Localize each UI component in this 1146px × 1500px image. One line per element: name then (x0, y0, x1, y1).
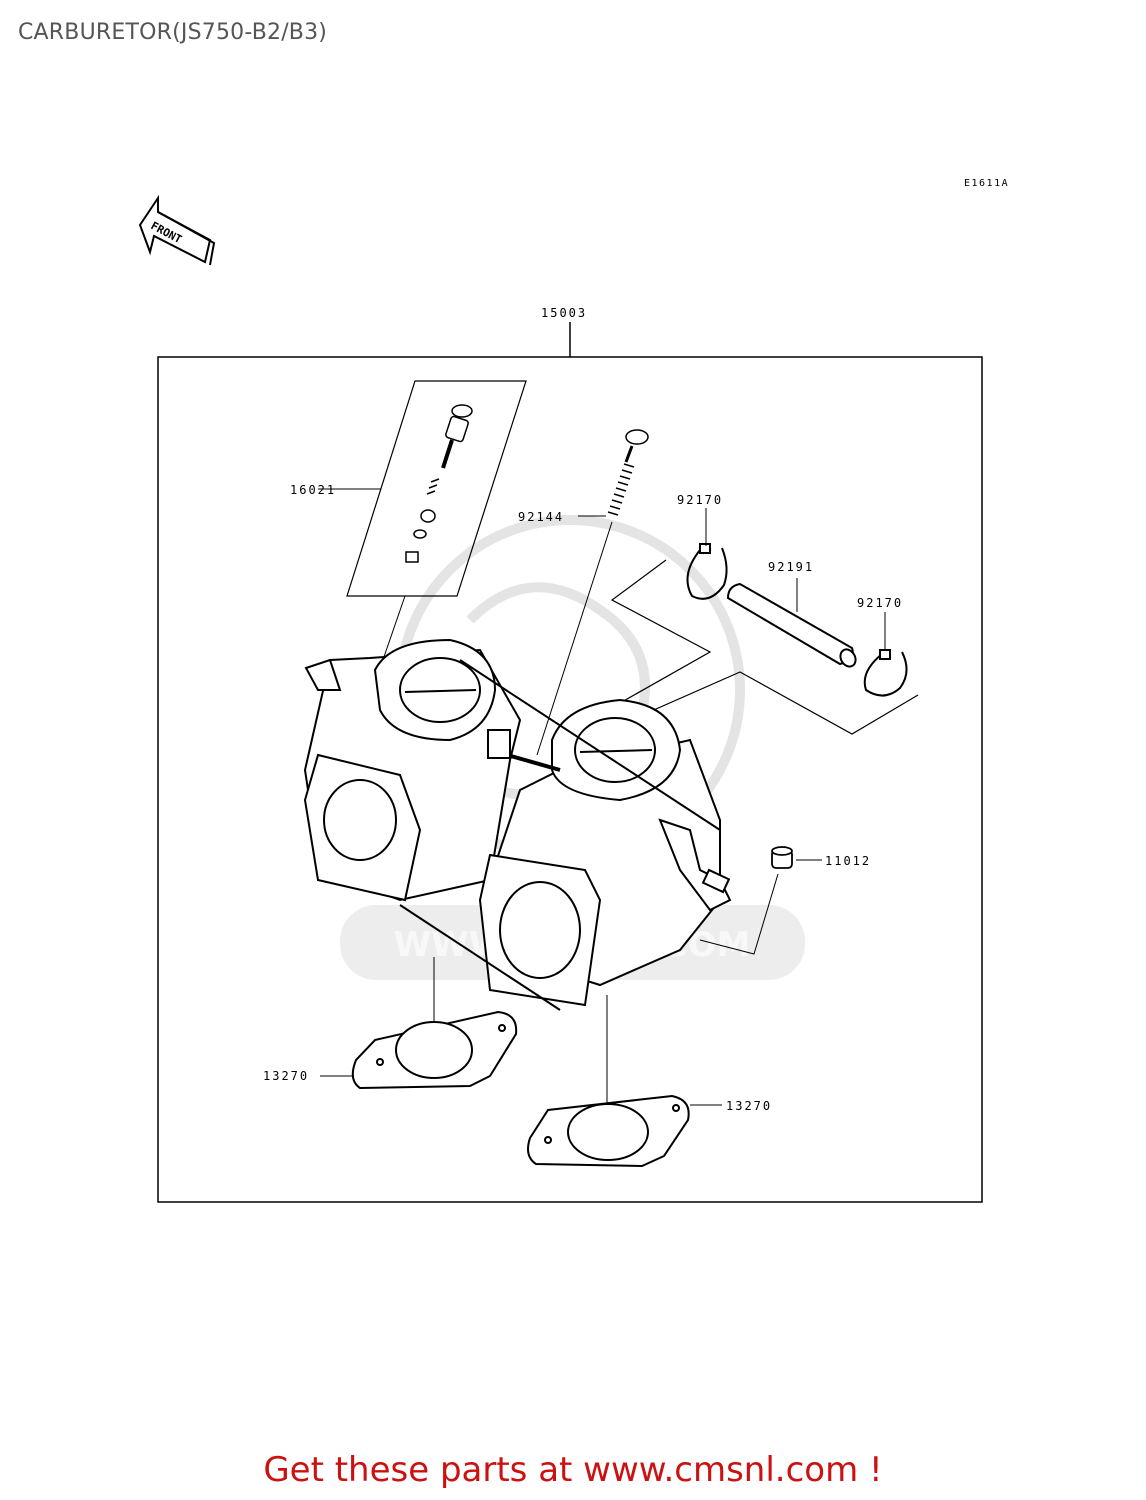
label-13270-left: 13270 (263, 1069, 310, 1083)
clamp-top-icon (686, 543, 728, 600)
label-92191: 92191 (768, 560, 815, 574)
idle-screw-spring-icon (607, 429, 649, 516)
label-13270-right: 13270 (726, 1099, 773, 1113)
cta-link[interactable]: Get these parts at www.cmsnl.com ! (263, 1450, 883, 1490)
label-15003: 15003 (541, 306, 588, 320)
leader-11012-link (699, 873, 779, 955)
hose-group-lines (589, 559, 919, 735)
leader-92144-link (536, 521, 613, 756)
gasket-left-icon (351, 1010, 518, 1090)
gasket-right-icon (527, 1094, 690, 1168)
label-92170-top: 92170 (677, 493, 724, 507)
clamp-right-icon (863, 649, 908, 697)
label-92144: 92144 (518, 510, 565, 524)
cap-icon (771, 846, 793, 869)
label-92170-right: 92170 (857, 596, 904, 610)
label-16021: 16021 (290, 483, 337, 497)
throttle-body-icon (303, 638, 732, 1011)
front-arrow-icon (138, 194, 216, 266)
pilot-screw-group-frame (346, 380, 527, 597)
pilot-screw-icon (405, 404, 473, 563)
page-title: CARBURETOR(JS750-B2/B3) (18, 20, 328, 45)
label-11012: 11012 (825, 854, 872, 868)
cta-banner: Get these parts at www.cmsnl.com ! (0, 1450, 1146, 1490)
hose-icon (726, 582, 857, 668)
diagram-code: E1611A (964, 178, 1010, 189)
